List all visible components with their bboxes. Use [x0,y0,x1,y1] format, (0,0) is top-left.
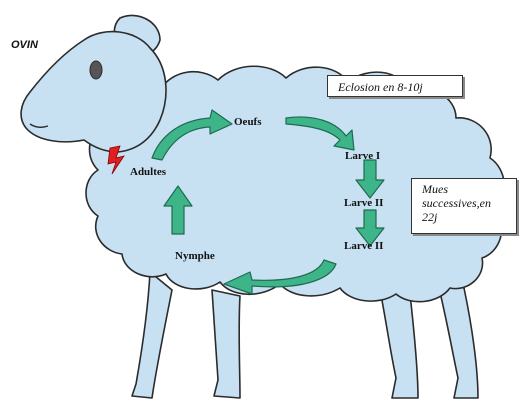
arrow-nymphe-to-adultes [163,185,193,235]
arrow-larve2b-to-nymphe [223,259,337,295]
front-leg-right [211,289,241,399]
cycle-arrows [151,109,385,295]
note-mues-line2: successives,en [422,196,491,210]
front-leg-left [131,271,173,399]
label-larve2b: Larve II [344,240,384,252]
diagram-title: OVIN [11,39,38,51]
arrow-larve2a-to-larve2b [355,209,385,247]
sheep-mouth [29,123,49,129]
note-eclosion: Eclosion en 8-10j [327,75,463,97]
label-larve2a: Larve II [344,197,384,209]
note-eclosion-text: Eclosion en 8-10j [338,80,423,94]
back-leg-right [437,283,479,399]
arrow-adultes-to-oeufs [151,109,233,161]
note-mues-line3: 22j [422,210,438,224]
sheep-legs [131,271,479,399]
label-larve1: Larve I [345,150,381,162]
note-mues: Mues successives,en 22j [411,178,517,234]
arrow-larve1-to-larve2a [355,159,385,199]
label-adultes: Adultes [130,166,167,178]
sheep-eye [89,60,103,80]
bite-bolt-icon [107,145,125,175]
arrow-oeufs-to-larve1 [285,116,355,151]
back-leg-left [379,289,419,399]
label-nymphe: Nymphe [175,250,215,262]
note-mues-line1: Mues [422,182,448,196]
sheep-head [20,30,167,153]
label-oeufs: Oeufs [234,116,262,128]
